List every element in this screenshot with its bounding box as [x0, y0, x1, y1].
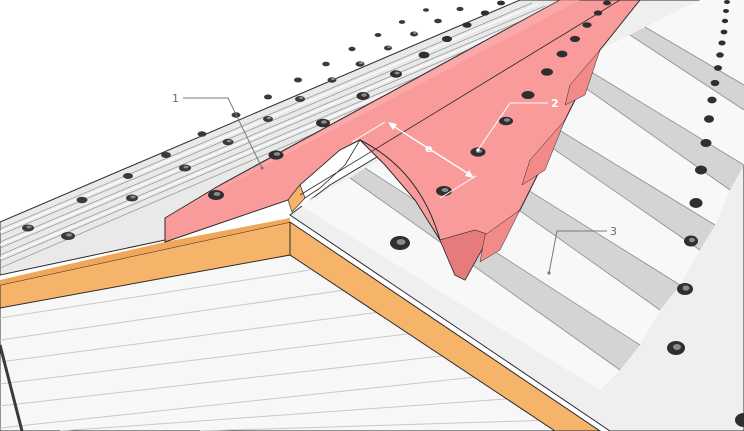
right-slope-screws	[390, 0, 744, 427]
screw-icon	[593, 10, 603, 16]
screw-icon	[263, 116, 273, 122]
screw-icon	[499, 116, 513, 126]
screw-icon	[374, 33, 382, 37]
screw-icon	[398, 20, 406, 24]
ridge-cap-screws	[208, 0, 611, 200]
screw-icon	[707, 96, 717, 104]
screw-icon	[704, 115, 714, 123]
screw-icon	[497, 0, 505, 6]
screw-icon	[723, 9, 729, 13]
screw-icon	[541, 68, 553, 76]
ridge-cap	[164, 0, 641, 281]
screw-icon	[462, 22, 472, 28]
screw-icon	[720, 29, 728, 35]
screw-icon	[208, 190, 224, 200]
screw-icon	[714, 65, 722, 71]
screw-icon	[436, 186, 452, 196]
screw-icon	[442, 35, 452, 43]
fascia-boards	[0, 218, 601, 431]
screw-icon	[677, 283, 693, 295]
callout-2: 2	[476, 97, 559, 152]
screw-icon	[480, 10, 490, 16]
screw-icon	[384, 45, 392, 51]
callout-3: 3	[547, 225, 617, 275]
screw-icon	[735, 413, 744, 427]
screw-icon	[700, 139, 712, 147]
screw-icon	[423, 8, 429, 12]
screw-icon	[322, 61, 330, 67]
screw-icon	[582, 22, 592, 28]
screw-icon	[348, 46, 356, 52]
screw-icon	[410, 31, 418, 37]
screw-icon	[521, 91, 535, 99]
screw-icon	[355, 61, 365, 67]
dimension-e: e	[351, 121, 477, 199]
screw-icon	[390, 236, 410, 250]
screw-icon	[268, 150, 284, 160]
screw-icon	[695, 165, 707, 175]
fascia-right	[289, 221, 601, 431]
screw-icon	[390, 70, 402, 78]
callout-1-label: 1	[172, 92, 179, 105]
screw-icon	[570, 35, 580, 43]
callout-2-label: 2	[551, 97, 559, 110]
screw-icon	[179, 164, 191, 172]
screw-icon	[556, 50, 568, 58]
screw-icon	[716, 52, 724, 58]
screw-icon	[456, 6, 464, 12]
screw-icon	[294, 77, 302, 83]
dimension-e-label: e	[425, 142, 432, 155]
screw-icon	[264, 94, 272, 100]
screw-icon	[76, 196, 88, 204]
screw-icon	[327, 77, 337, 83]
screw-icon	[434, 18, 442, 24]
screw-icon	[603, 0, 611, 6]
screw-icon	[710, 79, 720, 87]
screw-icon	[316, 118, 330, 128]
screw-icon	[295, 96, 305, 102]
screw-icon	[418, 51, 430, 59]
screw-icon	[718, 40, 726, 46]
callout-1: 1	[172, 92, 264, 170]
screw-icon	[222, 138, 234, 146]
screw-icon	[689, 198, 703, 208]
screw-icon	[126, 194, 138, 202]
screw-icon	[667, 341, 685, 355]
screw-icon	[161, 152, 171, 158]
callout-3-label: 3	[610, 225, 617, 238]
screw-icon	[724, 0, 730, 4]
screw-icon	[123, 173, 133, 179]
screw-icon	[197, 131, 207, 137]
left-slope-screws	[22, 6, 464, 240]
screw-icon	[356, 92, 370, 100]
support-post	[0, 344, 24, 431]
screw-icon	[684, 235, 698, 247]
screw-icon	[22, 224, 34, 232]
screw-icon	[721, 18, 729, 24]
screw-icon	[61, 232, 75, 240]
